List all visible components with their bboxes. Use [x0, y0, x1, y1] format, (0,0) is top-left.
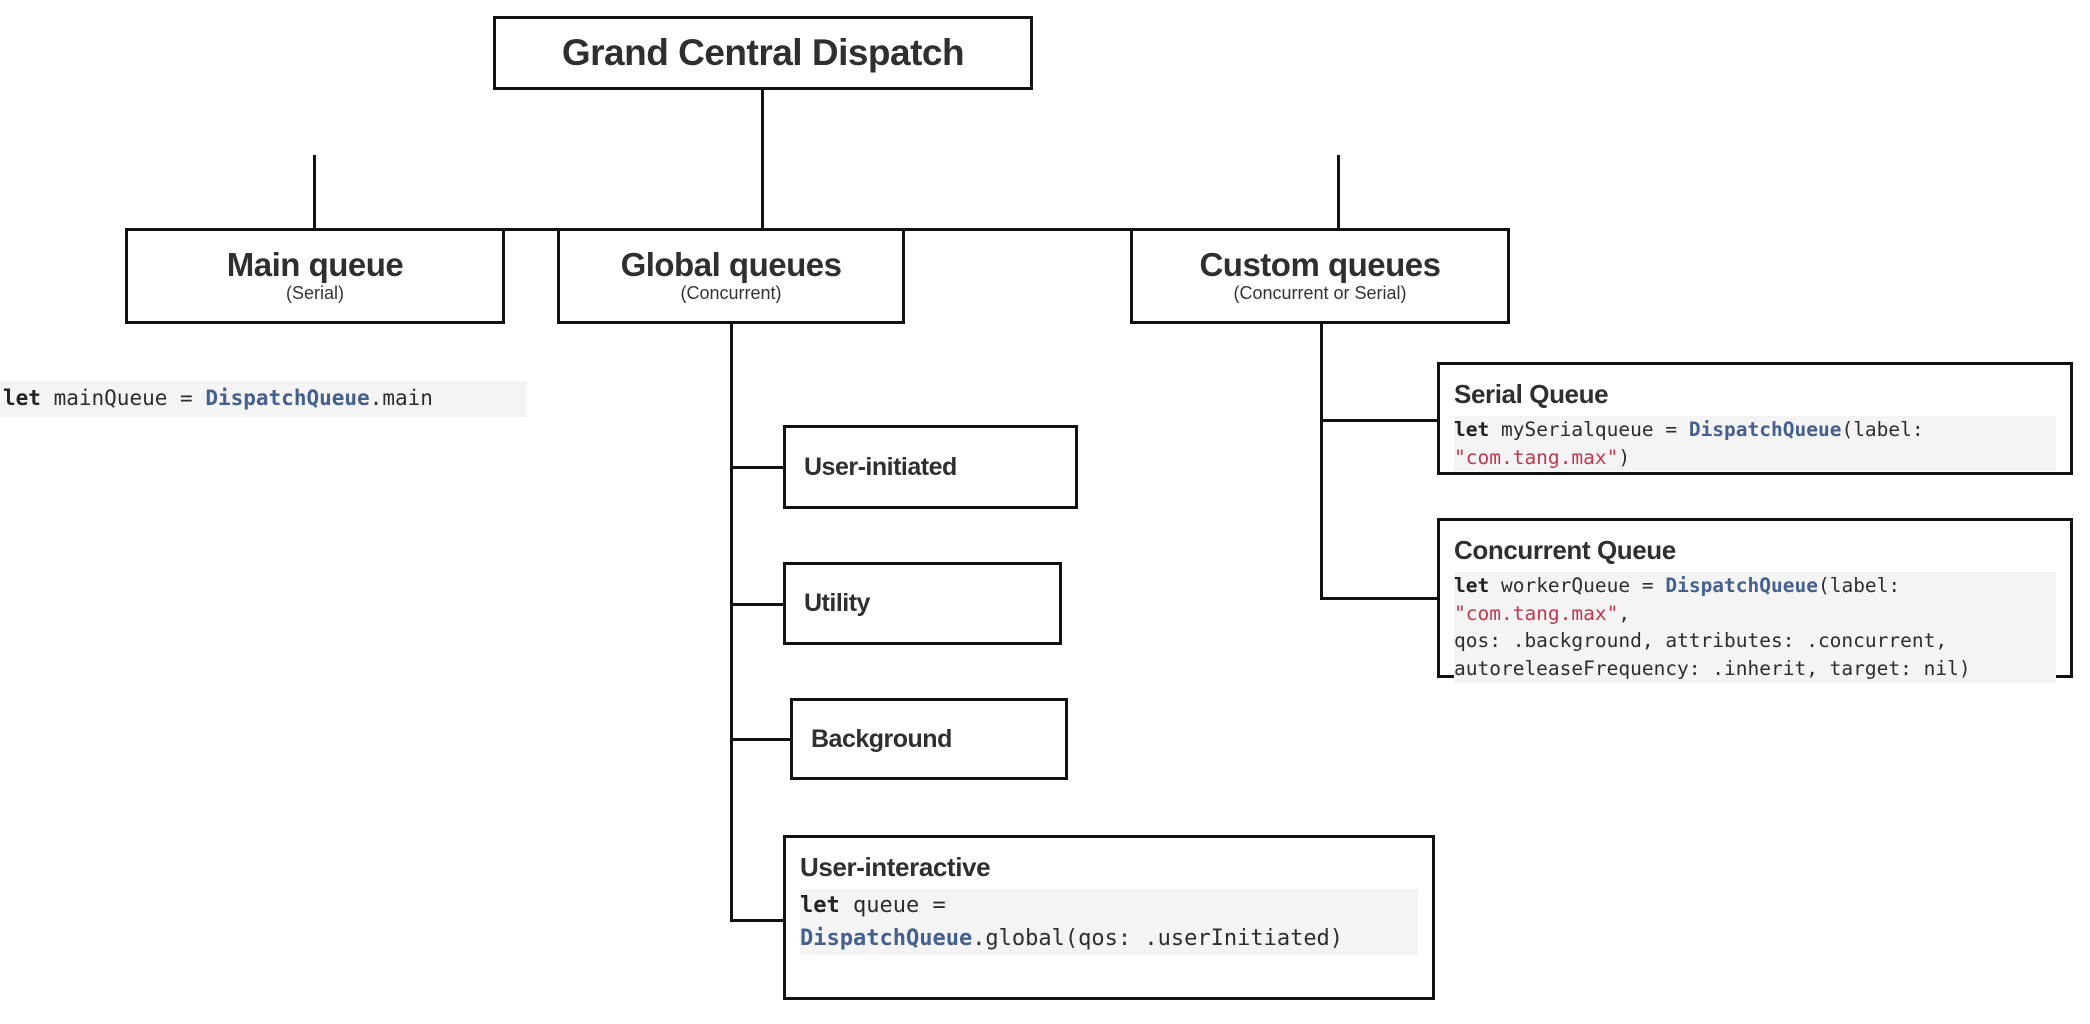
connector-global-to-user-initiated: [730, 466, 785, 469]
code-string-literal: "com.tang.max": [1454, 601, 1619, 625]
connector-main-queue-stem: [313, 155, 316, 230]
code-main-queue: let mainQueue = DispatchQueue.main: [0, 381, 527, 417]
code-serial-queue-close: ): [1618, 445, 1631, 469]
node-grand-central-dispatch[interactable]: Grand Central Dispatch: [493, 16, 1033, 90]
custom-queues-subtitle: (Concurrent or Serial): [1233, 283, 1407, 304]
code-string-literal: "com.tang.max": [1454, 445, 1619, 469]
connector-custom-queues-stem: [1337, 155, 1340, 230]
connector-global-to-utility: [730, 603, 785, 606]
card-concurrent-queue-title: Concurrent Queue: [1454, 535, 1676, 565]
connector-custom-to-concurrent-queue: [1320, 597, 1440, 600]
main-queue-title: Main queue: [226, 245, 404, 283]
code-user-interactive: let queue = DispatchQueue.global(qos: .u…: [800, 889, 1418, 955]
global-queues-subtitle: (Concurrent): [680, 283, 782, 304]
code-main-queue-name: mainQueue =: [40, 386, 206, 410]
main-queue-subtitle: (Serial): [285, 283, 344, 304]
card-user-interactive-title: User-interactive: [800, 852, 991, 882]
connector-global-to-background: [730, 738, 792, 741]
card-concurrent-queue[interactable]: Concurrent Queue let workerQueue = Dispa…: [1437, 518, 2073, 683]
custom-queues-title: Custom queues: [1199, 245, 1441, 283]
code-user-interactive-name: queue =: [852, 893, 946, 918]
node-global-queues[interactable]: Global queues (Concurrent): [557, 228, 905, 324]
code-type-dispatchqueue: DispatchQueue: [205, 386, 370, 410]
code-concurrent-queue: let workerQueue = DispatchQueue(label: "…: [1454, 572, 2056, 683]
node-main-queue[interactable]: Main queue (Serial): [125, 228, 505, 324]
node-qos-utility[interactable]: Utility: [783, 562, 1062, 645]
code-concurrent-queue-open: (label:: [1817, 574, 1912, 597]
code-serial-queue-open: (label:: [1841, 418, 1936, 441]
code-concurrent-queue-name: workerQueue =: [1489, 574, 1666, 597]
card-user-interactive[interactable]: User-interactive let queue = DispatchQue…: [783, 835, 1435, 1000]
code-keyword-let: let: [3, 386, 41, 410]
code-concurrent-queue-tail: , qos: .background, attributes: .concurr…: [1454, 601, 1971, 681]
code-serial-queue-name: mySerialqueue =: [1489, 418, 1689, 441]
code-type-dispatchqueue: DispatchQueue: [800, 926, 973, 951]
qos-background-label: Background: [811, 724, 952, 753]
node-qos-background[interactable]: Background: [790, 698, 1068, 780]
connector-root-stem: [761, 90, 764, 230]
code-serial-queue: let mySerialqueue = DispatchQueue(label:…: [1454, 416, 2056, 472]
connector-custom-to-serial-queue: [1320, 419, 1440, 422]
card-serial-queue-title: Serial Queue: [1454, 379, 1609, 409]
code-main-queue-tail: .main: [369, 386, 433, 410]
node-qos-user-initiated[interactable]: User-initiated: [783, 425, 1078, 509]
connector-global-to-user-interactive: [730, 919, 785, 922]
node-custom-queues[interactable]: Custom queues (Concurrent or Serial): [1130, 228, 1510, 324]
code-user-interactive-tail: .global(qos: .userInitiated): [972, 926, 1344, 951]
card-serial-queue[interactable]: Serial Queue let mySerialqueue = Dispatc…: [1437, 362, 2073, 475]
code-keyword-let: let: [1454, 574, 1490, 597]
connector-custom-queues-descender: [1320, 324, 1323, 600]
code-keyword-let: let: [800, 893, 840, 918]
connector-global-queues-descender: [730, 324, 733, 922]
code-keyword-let: let: [1454, 418, 1490, 441]
global-queues-title: Global queues: [620, 245, 842, 283]
root-title: Grand Central Dispatch: [561, 31, 965, 73]
qos-utility-label: Utility: [804, 589, 870, 618]
qos-user-initiated-label: User-initiated: [804, 452, 957, 481]
code-type-dispatchqueue: DispatchQueue: [1665, 574, 1818, 597]
code-type-dispatchqueue: DispatchQueue: [1688, 418, 1842, 441]
